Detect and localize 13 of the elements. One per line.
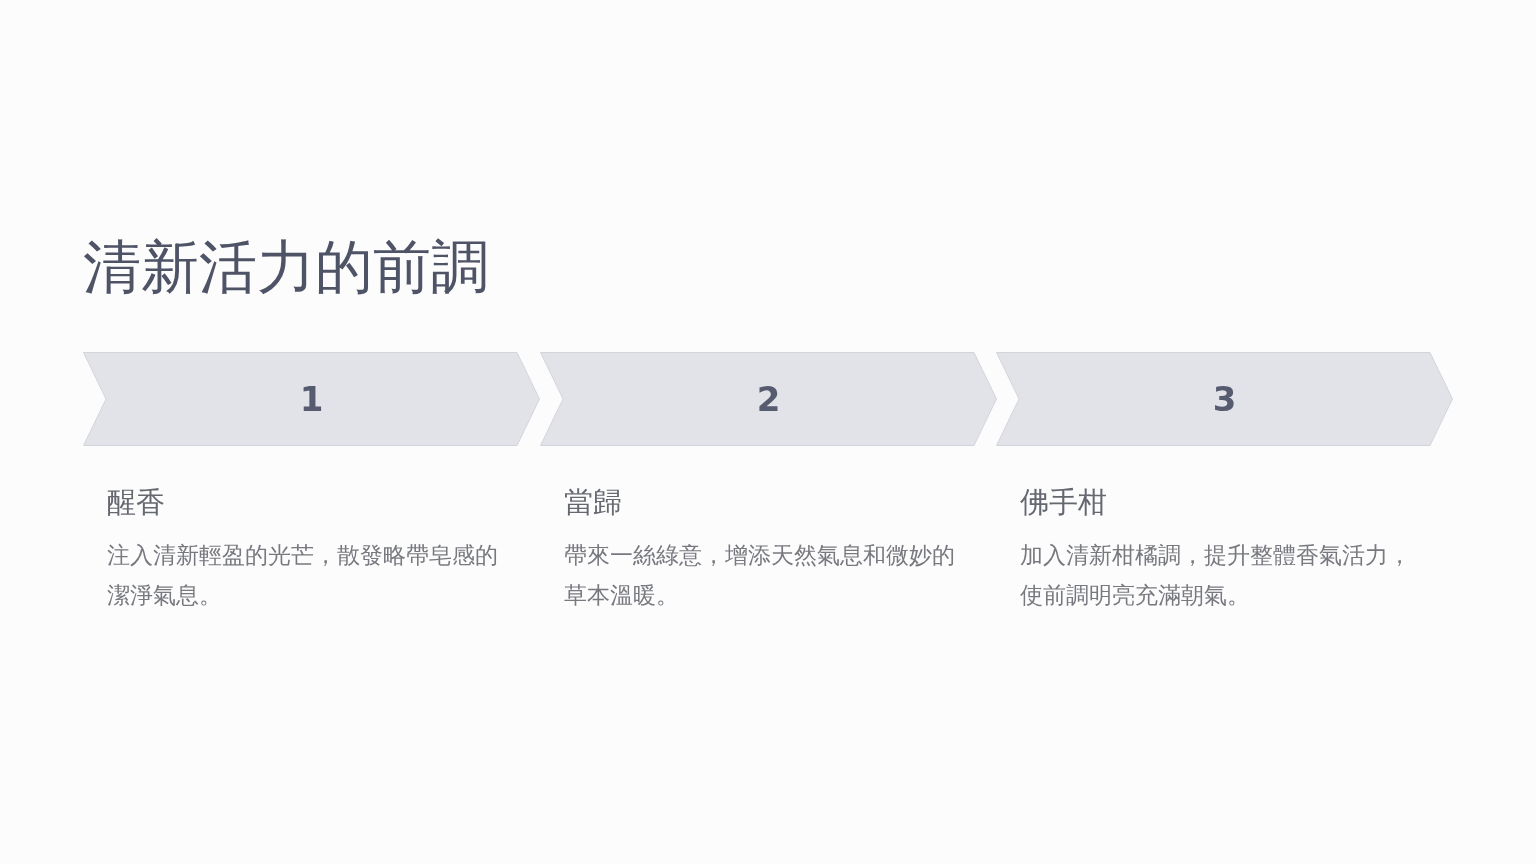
step-heading: 當歸: [564, 485, 622, 520]
step-description: 帶來一絲綠意，增添天然氣息和微妙的草本溫暖。: [564, 541, 956, 610]
step-number: 2: [756, 379, 781, 419]
step-band: [83, 352, 540, 446]
step-heading: 醒香: [107, 485, 165, 520]
step-description: 注入清新輕盈的光芒，散發略帶皂感的潔淨氣息。: [107, 541, 499, 610]
step-number: 1: [299, 379, 324, 419]
step-band: [996, 352, 1453, 446]
step-number: 3: [1212, 379, 1237, 419]
title: 清新活力的前調: [83, 232, 489, 303]
step-description: 加入清新柑橘調，提升整體香氣活力，使前調明亮充滿朝氣。: [1020, 541, 1412, 610]
step-band: [540, 352, 997, 446]
step-heading: 佛手柑: [1020, 485, 1107, 520]
